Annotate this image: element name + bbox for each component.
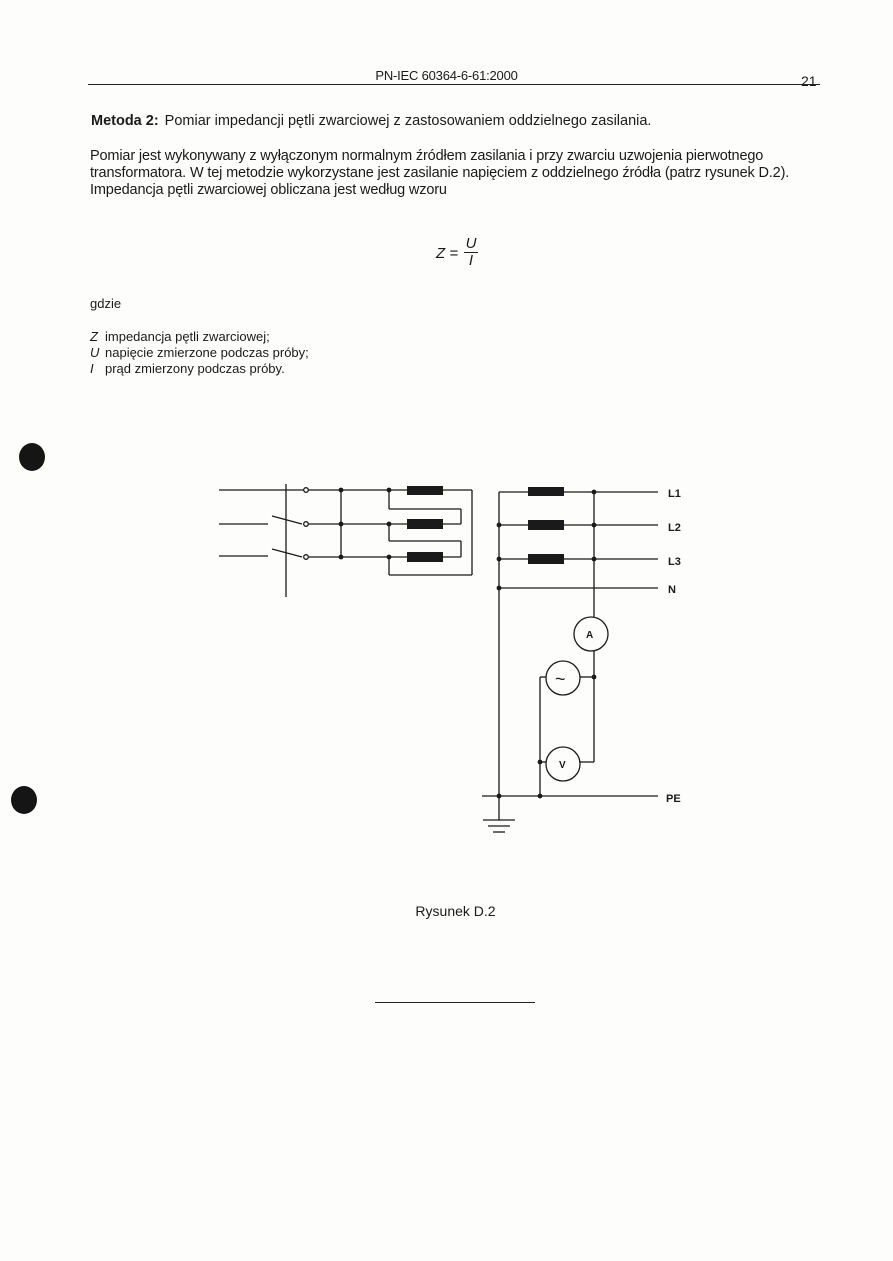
where-label: gdzie: [90, 296, 122, 311]
primary-winding-2: [407, 519, 443, 529]
ac-source-circle: [545, 660, 581, 696]
formula-numerator: U: [465, 235, 477, 252]
formula-fraction: U I: [464, 236, 478, 269]
definition-text: napięcie zmierzone podczas próby;: [105, 345, 309, 360]
method-label: Metoda 2:: [91, 113, 159, 129]
junction-dots: [338, 487, 597, 799]
fraction-bar: [464, 252, 478, 253]
voltmeter-label: V: [559, 760, 566, 771]
formula-lhs: Z =: [436, 245, 459, 262]
ammeter-label: A: [586, 630, 593, 641]
secondary-winding-1: [528, 487, 564, 496]
earth-symbol: [483, 796, 515, 833]
method-title: Pomiar impedancji pętli zwarciowej z zas…: [164, 113, 652, 129]
definition-symbol: U: [90, 345, 100, 360]
figure-caption: Rysunek D.2: [415, 903, 496, 919]
definition-text: prąd zmierzony podczas próby.: [105, 361, 285, 376]
secondary-winding-2: [528, 520, 564, 530]
footer-divider: [375, 1002, 535, 1003]
formula-denominator: I: [468, 252, 474, 269]
primary-winding-3: [407, 552, 443, 562]
method-heading: Metoda 2: Pomiar impedancji pętli zwarcio…: [91, 113, 651, 129]
page-number: 21: [801, 73, 817, 89]
voltmeter-circle: [545, 746, 581, 782]
label-n: N: [668, 584, 676, 596]
label-pe: PE: [666, 793, 681, 805]
definition-text: impedancja pętli zwarciowej;: [105, 329, 270, 344]
punch-hole-bottom: [11, 786, 37, 814]
definition-symbol: I: [90, 361, 94, 376]
label-l1: L1: [668, 488, 681, 500]
circuit-breaker: [268, 484, 309, 597]
ammeter-circle: [573, 616, 609, 652]
definition-symbol: Z: [90, 329, 98, 344]
primary-winding-1: [407, 486, 443, 495]
secondary-winding-3: [528, 554, 564, 564]
ac-source-label: ~: [555, 669, 566, 689]
header-divider: [88, 84, 820, 85]
body-paragraph: Pomiar jest wykonywany z wyłączonym norm…: [90, 148, 790, 198]
document-standard-header: PN-IEC 60364-6-61:2000: [375, 68, 518, 83]
label-l3: L3: [668, 556, 681, 568]
label-l2: L2: [668, 522, 681, 534]
transformer-windings: [407, 486, 564, 564]
punch-hole-top: [19, 443, 45, 471]
